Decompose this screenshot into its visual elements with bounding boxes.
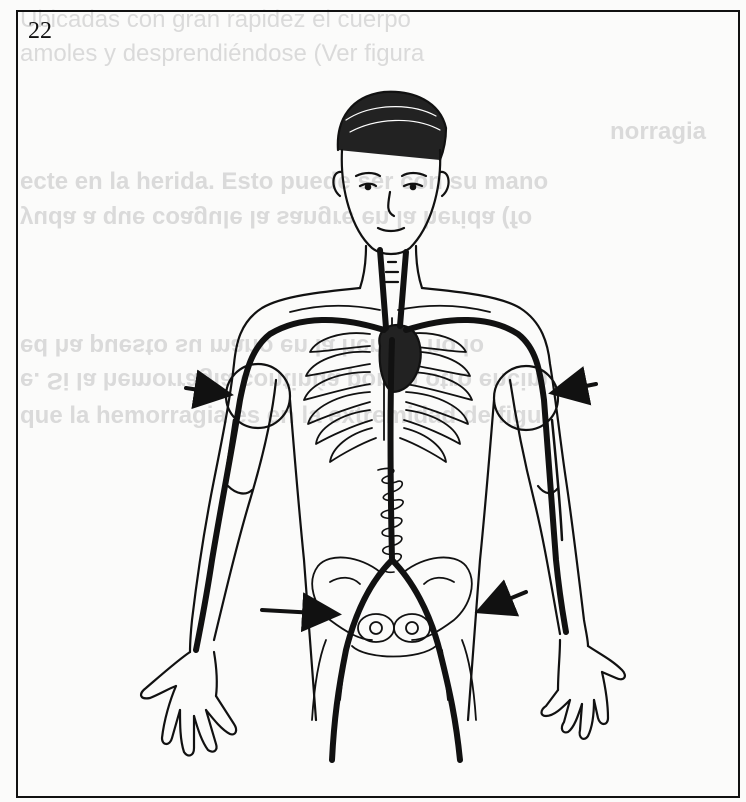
hair xyxy=(338,92,446,160)
pressure-point-right-arm xyxy=(494,366,558,430)
arteries xyxy=(196,250,566,760)
head xyxy=(333,150,448,254)
heart xyxy=(379,325,420,392)
arrow-icon xyxy=(262,610,334,614)
arrow-icon xyxy=(482,592,526,610)
left-hand xyxy=(141,652,236,755)
right-hand xyxy=(542,640,625,739)
neck xyxy=(360,246,422,288)
arrow-icon xyxy=(186,388,226,394)
pressure-point-left-arm xyxy=(226,364,290,428)
arrow-icon xyxy=(556,384,596,392)
